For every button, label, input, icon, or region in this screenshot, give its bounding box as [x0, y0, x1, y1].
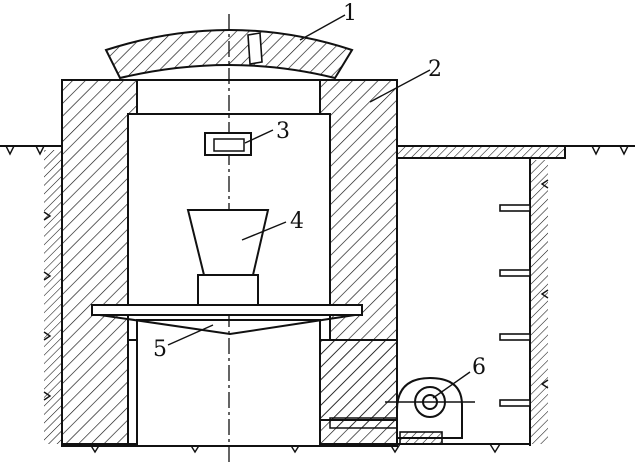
callout-5: 5 [153, 337, 167, 362]
callouts: 1 2 3 4 5 6 [153, 1, 486, 380]
workpiece-basket [186, 209, 270, 306]
callout-3: 3 [276, 119, 290, 144]
sensor-box [204, 132, 252, 156]
soil-right [530, 160, 549, 444]
callout-1: 1 [343, 1, 357, 26]
callout-2: 2 [428, 57, 442, 82]
leader-lines [167, 14, 471, 399]
fan-duct-wall [319, 339, 398, 429]
soil-left [43, 150, 62, 444]
ground-surface [0, 145, 635, 156]
circulation-fan [385, 376, 475, 445]
callout-4: 4 [290, 209, 304, 234]
callout-6: 6 [472, 355, 486, 380]
pit-wall [396, 145, 566, 446]
support-plate [91, 304, 363, 336]
